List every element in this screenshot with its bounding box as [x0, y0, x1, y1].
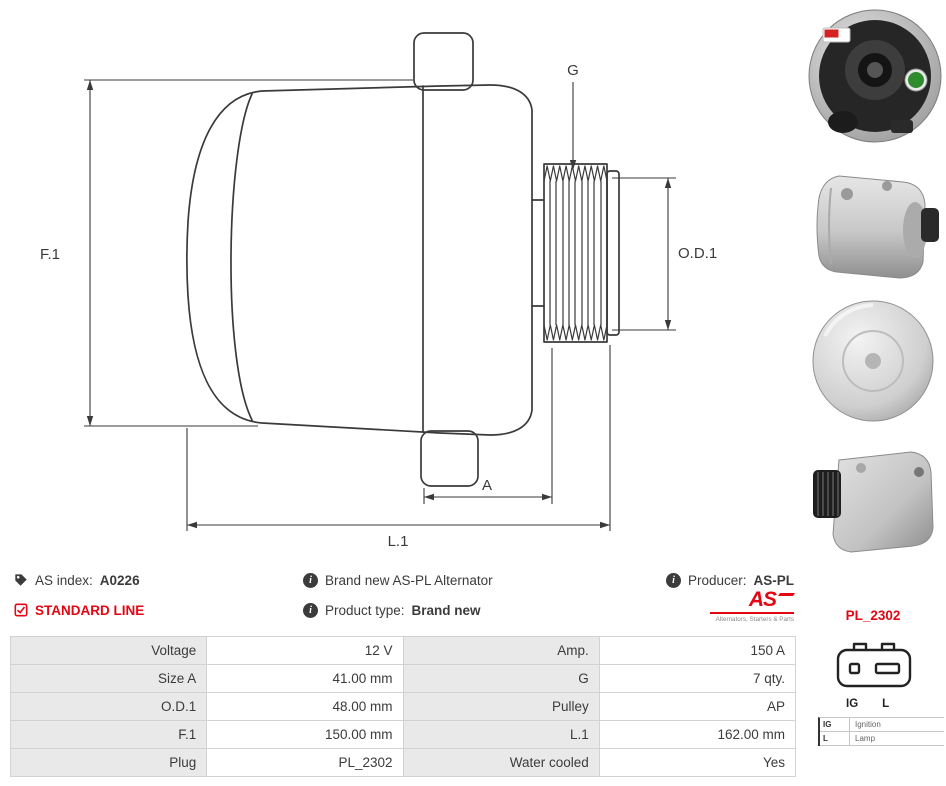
spec-row: O.D.1 48.00 mm Pulley AP [9, 692, 797, 721]
product-type-value: Brand new [411, 602, 481, 618]
standard-line-field: STANDARD LINE [14, 600, 144, 620]
spec-value: AP [598, 692, 797, 721]
info-icon: i [666, 572, 681, 588]
aspl-logo-swoosh-icon [777, 593, 796, 596]
spec-label: Voltage [9, 636, 208, 665]
spec-label: Water cooled [402, 748, 600, 777]
product-photo-side-view [816, 175, 939, 279]
spec-row: F.1 150.00 mm L.1 162.00 mm [9, 720, 797, 749]
as-index-label: AS index: [35, 572, 93, 588]
alternator-body-outline [186, 84, 533, 436]
product-type-label: Product type: [325, 602, 405, 618]
pulley-end-cap [606, 170, 620, 336]
description-text: Brand new AS-PL Alternator [325, 572, 493, 588]
spec-value: Yes [598, 748, 797, 777]
standard-line-label: STANDARD LINE [35, 602, 145, 618]
dim-label-f1: F.1 [40, 246, 60, 263]
plug-pin-labels: IG L [826, 698, 922, 710]
plug-code: PL_2302 [845, 608, 901, 623]
pulley-grooves-top [543, 165, 608, 182]
pulley-grooves-bottom [543, 324, 608, 341]
spec-label: Pulley [402, 692, 600, 721]
plug-pin-l: L [882, 698, 890, 710]
top-mounting-lug [413, 32, 474, 91]
plug-connector-diagram [836, 642, 912, 688]
spec-label: Amp. [402, 636, 600, 665]
spec-value: 48.00 mm [206, 692, 404, 721]
aspl-logo-tagline: Alternators, Starters & Parts [715, 616, 794, 623]
spec-row: Voltage 12 V Amp. 150 A [9, 636, 797, 665]
spec-value: 150 A [598, 636, 797, 665]
front-face-curve [230, 93, 253, 421]
product-photo-pulley-view [813, 451, 934, 553]
as-index-field: AS index: A0226 [14, 570, 140, 590]
producer-label: Producer: [688, 572, 747, 588]
as-index-value: A0226 [99, 572, 140, 588]
bottom-mounting-lug [420, 430, 479, 487]
specs-table: Voltage 12 V Amp. 150 A Size A 41.00 mm … [9, 636, 797, 777]
producer-field: i Producer: AS-PL [666, 570, 794, 590]
dim-label-od1: O.D.1 [678, 245, 717, 262]
plug-legend-row: L Lamp [820, 732, 944, 746]
dimension-arrowheads [86, 80, 672, 529]
plug-pin-ig: IG [846, 698, 859, 710]
plug-legend-row: IG Ignition [820, 718, 944, 732]
legend-pin: IG [820, 718, 850, 731]
plug-legend: IG Ignition L Lamp [818, 717, 944, 746]
spec-label: F.1 [9, 720, 208, 749]
alternator-technical-drawing: F.1 G O.D.1 A L.1 [40, 32, 717, 550]
spec-value: 41.00 mm [206, 664, 404, 693]
legend-desc: Lamp [855, 734, 876, 743]
checked-checkbox-icon [14, 603, 28, 617]
info-icon: i [303, 572, 318, 588]
spec-row: Plug PL_2302 Water cooled Yes [9, 748, 797, 777]
dim-label-l1: L.1 [388, 533, 409, 550]
spec-row: Size A 41.00 mm G 7 qty. [9, 664, 797, 693]
product-type-field: i Product type: Brand new [303, 600, 481, 620]
aspl-logo-rule [710, 612, 794, 614]
product-photo-column [802, 6, 944, 560]
product-photo-front-cover [812, 300, 934, 422]
spec-label: O.D.1 [9, 692, 208, 721]
description-field: i Brand new AS-PL Alternator [303, 570, 493, 590]
spec-value: 7 qty. [598, 664, 797, 693]
aspl-logo-text: AS [748, 588, 777, 611]
spec-label: L.1 [402, 720, 600, 749]
spec-label: Size A [9, 664, 208, 693]
legend-desc: Ignition [855, 720, 881, 729]
spec-label: Plug [9, 748, 208, 777]
spec-value: 12 V [206, 636, 404, 665]
spec-value: 162.00 mm [598, 720, 797, 749]
info-icon: i [303, 602, 318, 618]
tag-icon [15, 574, 27, 586]
producer-value: AS-PL [753, 572, 795, 588]
legend-pin: L [820, 732, 850, 745]
spec-value: PL_2302 [206, 748, 404, 777]
product-photo-rear-view [808, 9, 942, 143]
dim-label-a: A [482, 477, 492, 494]
spec-value: 150.00 mm [206, 720, 404, 749]
spec-label: G [402, 664, 600, 693]
dim-label-g: G [567, 62, 579, 79]
aspl-logo: AS Alternators, Starters & Parts [710, 588, 796, 623]
